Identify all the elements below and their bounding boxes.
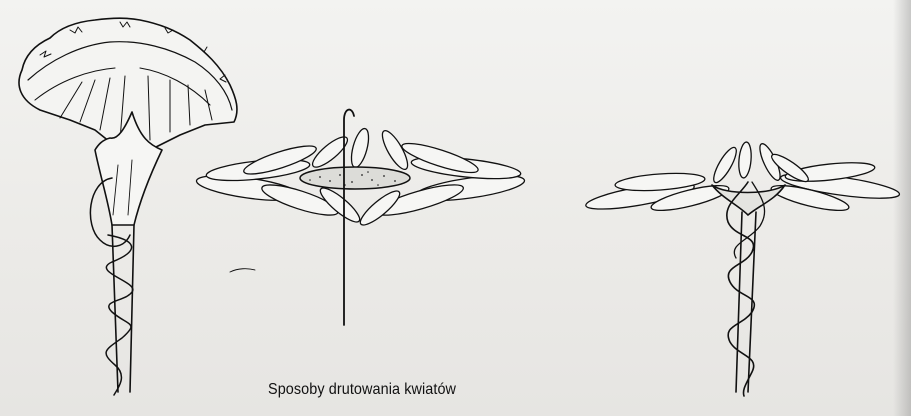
daisy-centre xyxy=(300,167,410,189)
carnation-spiral-wire xyxy=(106,235,133,395)
aster-spiral-wired-figure xyxy=(584,141,900,396)
figure-caption: Sposoby drutowania kwiatów xyxy=(268,381,484,399)
daisy-hook-wired-figure xyxy=(195,110,526,325)
aster-receptacle xyxy=(712,185,785,215)
carnation-wired-figure xyxy=(19,18,237,395)
